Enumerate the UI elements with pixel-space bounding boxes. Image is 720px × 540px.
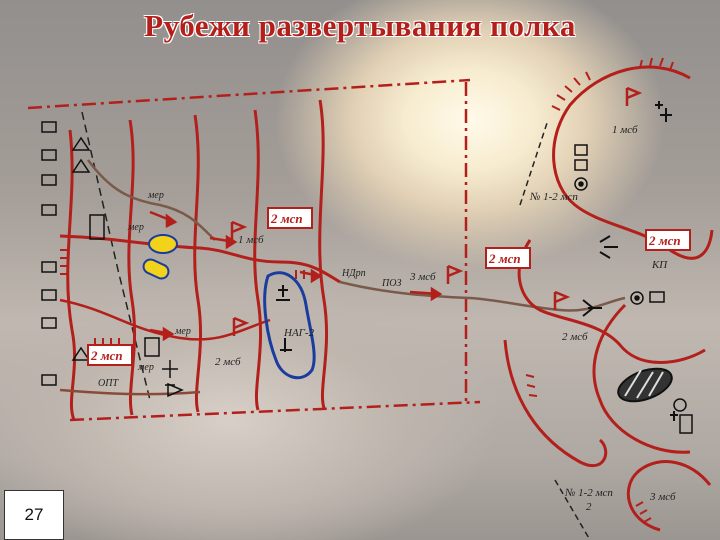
tank-icon: [142, 258, 170, 280]
boundary-left-dashed: [81, 111, 151, 401]
deploy-line-5: [318, 99, 328, 409]
route-upper: [59, 234, 341, 284]
phase-line-top: [519, 119, 549, 206]
route-low: [59, 388, 201, 396]
label-msb-right-2: 2 мсб: [562, 331, 588, 343]
label-mer-4: мер: [137, 362, 154, 373]
label-mer-2: мер: [127, 222, 144, 233]
label-mer-3: мер: [174, 326, 191, 337]
flag-icon: [230, 86, 643, 336]
deploy-line-3: [193, 114, 202, 413]
msp-box-4: 2 мсп: [90, 348, 123, 363]
label-msb-right-3: 3 мсб: [649, 491, 676, 503]
label-msb-1: 1 мсб: [238, 234, 264, 246]
label-mer-1: мер: [147, 190, 164, 201]
deploy-line-1: [66, 129, 77, 421]
deploy-line-2: [127, 119, 136, 416]
hatch-lines: [624, 369, 664, 399]
label-line-bottom: № 1-2 мсп: [564, 487, 613, 499]
radar-icon: [582, 101, 678, 421]
page-title: Рубежи развертывания полка: [144, 8, 576, 43]
label-msb-2: 2 мсб: [215, 356, 241, 368]
lobe-bottom: [626, 460, 712, 532]
deploy-line-4: [253, 109, 262, 411]
label-poz: ПОЗ: [381, 278, 401, 289]
msp-box-2: 2 мсп: [488, 251, 521, 266]
command-vehicle-icon: [148, 234, 178, 254]
fire-sector-top: [551, 57, 674, 111]
arrows: [149, 210, 443, 342]
observation-post-icon: [41, 121, 693, 434]
label-boxes: [87, 207, 691, 366]
lobe-mid-right: [517, 239, 706, 364]
label-nag: НАГ-2: [283, 327, 315, 339]
boundary-top: [27, 78, 471, 110]
label-line-2: 2: [586, 501, 592, 513]
phase-line-bottom: [554, 479, 591, 540]
artillery-area: [263, 271, 316, 380]
mortar-icon: [276, 285, 292, 352]
msp-box-1: 2 мсп: [270, 211, 303, 226]
label-ndr: НДрп: [341, 268, 366, 279]
lobe-top-right: [552, 65, 714, 260]
fire-sector-bottom: [525, 374, 652, 523]
label-msb-right-1: 1 мсб: [612, 124, 638, 136]
label-opt: ОПТ: [98, 378, 119, 389]
route-diagonal: [86, 159, 216, 241]
msp-box-3: 2 мсп: [648, 233, 681, 248]
page-number: 27: [4, 490, 64, 540]
label-msb-3: 3 мсб: [409, 271, 436, 283]
lobe-lower-left: [503, 339, 608, 468]
route-mid: [59, 298, 271, 341]
label-kp: КП: [651, 259, 668, 271]
lobe-bottom-right: [592, 303, 691, 454]
label-line-top: № 1-2 мсп: [529, 191, 578, 203]
